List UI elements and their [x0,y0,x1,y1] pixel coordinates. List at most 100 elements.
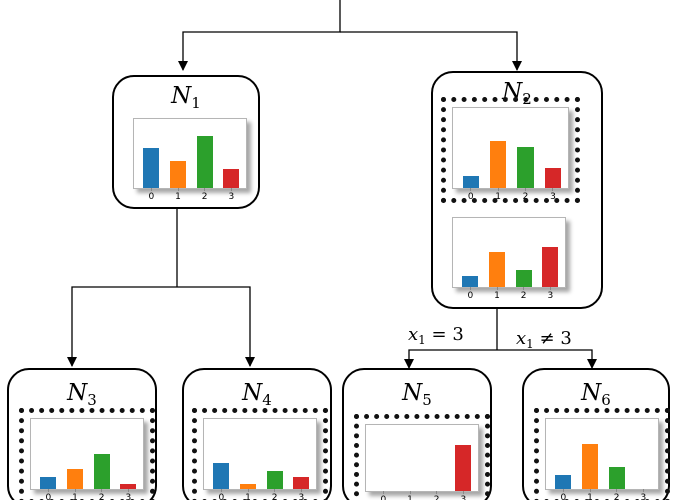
x-tick-label: 1 [407,495,413,500]
x-tick-mark [230,188,232,191]
node-label: N4 [242,380,272,409]
histogram-bar [542,246,559,287]
histogram-bar [489,251,505,287]
x-tick-label: 3 [547,291,554,301]
histogram-bar [462,175,479,188]
x-tick-label: 0 [148,192,155,202]
x-tick-mark [549,287,551,290]
histogram-chart [30,418,144,492]
x-tick-mark [462,491,464,494]
x-tick-mark [204,188,206,191]
histogram-bar [462,276,479,287]
x-tick-label: 0 [218,493,225,500]
node-label: N3 [67,380,97,409]
histogram-bar [608,466,625,489]
edge-n2-to-n6 [497,349,597,369]
x-tick-label: 1 [245,493,251,500]
x-tick-label: 2 [98,493,105,500]
edge-root-to-n2 [340,31,522,71]
histogram-bar [196,135,213,188]
x-tick-mark [436,491,438,494]
x-tick-label: 0 [467,291,474,301]
x-tick-mark [642,489,644,492]
node-label: N1 [171,83,201,112]
histogram-bar [40,476,57,489]
histogram-bar [555,475,572,489]
x-tick-label: 2 [201,192,208,202]
edge-n2-to-n5 [404,349,497,369]
x-tick-mark [616,489,618,492]
x-tick-label: 3 [640,493,647,500]
x-tick-label: 3 [460,495,467,500]
histogram-bar [266,470,283,489]
x-tick-label: 1 [495,192,502,202]
x-tick-label: 3 [298,493,305,500]
x-tick-mark [74,489,76,492]
histogram-bar [223,168,240,188]
edge-label-left: x1 = 3 [408,324,464,348]
histogram-bar [213,463,230,489]
x-tick-label: 0 [560,493,567,500]
x-tick-mark [496,287,498,290]
x-tick-mark [552,188,554,191]
x-tick-label: 3 [228,192,235,202]
histogram-bar [120,483,137,489]
histogram-bar [143,147,160,188]
x-tick-mark [177,188,179,191]
edge-n1-to-n3 [67,286,177,367]
x-tick-mark [523,287,525,290]
histogram-bar [93,453,110,489]
highlight-frame [441,97,580,203]
x-tick-label: 2 [271,493,278,500]
x-tick-label: 2 [433,495,440,500]
x-tick-mark [300,489,302,492]
x-tick-label: 2 [522,192,529,202]
x-tick-mark [274,489,276,492]
histogram-chart [365,424,479,494]
x-tick-label: 1 [72,493,78,500]
node-label: N6 [581,380,611,409]
x-tick-mark [525,188,527,191]
highlight-frame [354,414,490,500]
x-tick-label: 2 [520,291,527,301]
x-tick-label: 1 [494,291,500,301]
node-label: N5 [402,380,432,409]
x-tick-label: 1 [587,493,593,500]
x-tick-label: 3 [550,192,556,202]
x-tick-mark [220,489,222,492]
x-tick-label: 1 [175,192,181,202]
x-tick-mark [589,489,591,492]
histogram-bar [582,444,598,489]
histogram-bar [517,146,534,188]
histogram-bar [489,141,507,188]
x-tick-mark [562,489,564,492]
histogram-bar [170,161,186,188]
histogram-bar [515,269,532,287]
x-tick-mark [470,188,472,191]
x-tick-label: 0 [380,495,387,500]
histogram-bar [455,444,472,491]
histogram-bar [293,476,310,489]
x-tick-mark [150,188,152,191]
edge-root-to-n1 [178,0,341,71]
histogram-chart [452,107,569,191]
x-tick-label: 3 [125,493,132,500]
x-tick-mark [469,287,471,290]
x-tick-mark [127,489,129,492]
edge-label-right: x1 ≠ 3 [516,328,572,352]
x-tick-mark [497,188,499,191]
histogram-chart [452,217,566,290]
x-tick-mark [247,489,249,492]
x-tick-label: 2 [613,493,620,500]
edge-n1-to-n4 [177,286,255,367]
histogram-bar [544,167,562,188]
histogram-bar [67,469,83,489]
histogram-chart [133,118,247,191]
histogram-chart [545,418,659,492]
x-tick-mark [47,489,49,492]
x-tick-mark [101,489,103,492]
x-tick-label: 0 [45,493,52,500]
histogram-chart [203,418,317,492]
x-tick-label: 0 [467,192,474,202]
